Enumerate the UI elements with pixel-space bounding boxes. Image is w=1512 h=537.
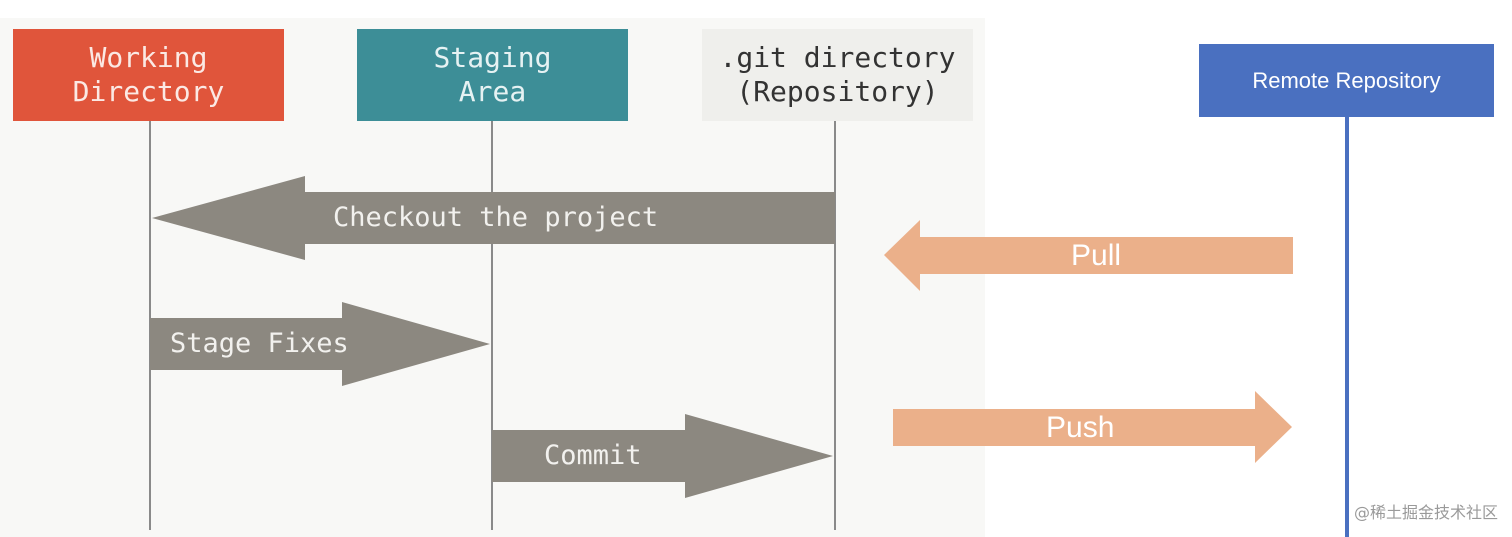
git-directory-box: .git directory (Repository) <box>702 29 973 121</box>
stage-fixes-label: Stage Fixes <box>170 328 349 359</box>
remote-repository-box: Remote Repository <box>1199 44 1494 117</box>
pull-arrow <box>884 220 1293 291</box>
working-directory-label-line1: Working <box>89 41 208 74</box>
stage-fixes-arrow <box>150 302 490 386</box>
working-directory-label-line2: Directory <box>72 75 225 108</box>
commit-arrow <box>492 414 833 498</box>
git-directory-label-line1: .git directory <box>719 41 956 74</box>
checkout-label: Checkout the project <box>333 202 659 233</box>
push-arrow <box>893 391 1292 463</box>
push-label: Push <box>1046 411 1115 444</box>
watermark: @稀土掘金技术社区 <box>1353 503 1498 522</box>
checkout-arrow <box>152 176 835 260</box>
staging-area-label-line2: Area <box>458 75 527 108</box>
staging-area-label-line1: Staging <box>433 41 552 74</box>
commit-label: Commit <box>544 440 642 471</box>
remote-repository-label: Remote Repository <box>1252 67 1441 93</box>
git-directory-label-line2: (Repository) <box>736 75 939 108</box>
pull-label: Pull <box>1071 239 1122 272</box>
working-directory-box: Working Directory <box>13 29 284 121</box>
staging-area-box: Staging Area <box>357 29 628 121</box>
